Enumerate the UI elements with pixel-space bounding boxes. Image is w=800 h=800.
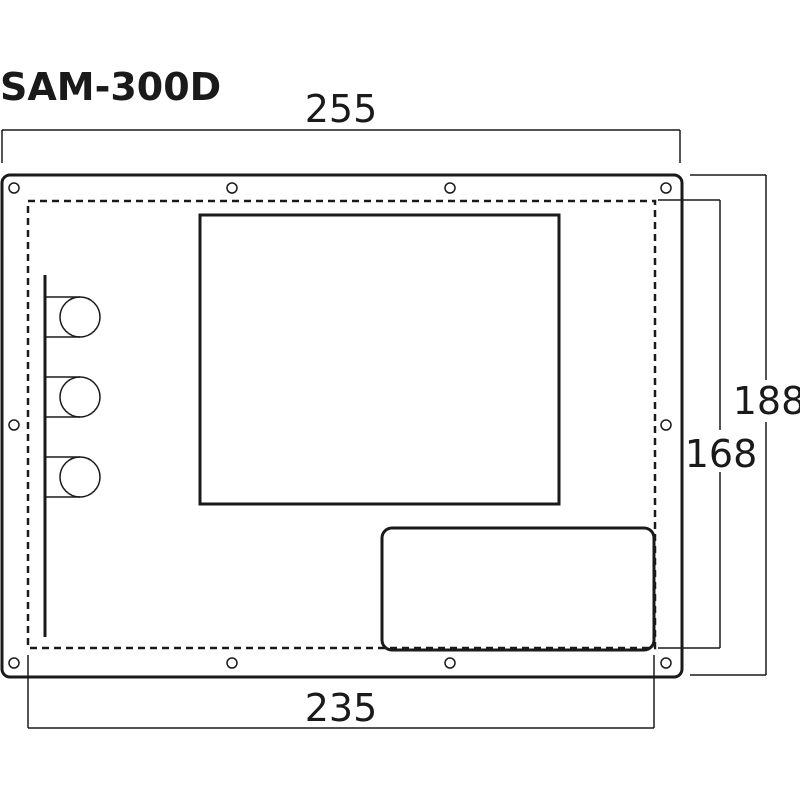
mounting-hole xyxy=(8,419,20,431)
dimension-outer-height: 188 xyxy=(690,174,800,676)
mounting-hole xyxy=(226,657,238,669)
dimension-outer-width: 255 xyxy=(1,87,681,163)
mounting-hole xyxy=(444,657,456,669)
cutout-height-label: 168 xyxy=(685,432,758,476)
mounting-hole xyxy=(660,419,672,431)
cutout-outline xyxy=(26,199,657,650)
control-knob xyxy=(45,296,101,338)
control-knobs xyxy=(45,296,101,498)
cutout-width-label: 235 xyxy=(305,686,378,730)
mounting-holes xyxy=(8,182,672,669)
mounting-hole xyxy=(660,182,672,194)
mounting-hole xyxy=(226,182,238,194)
terminal-block xyxy=(380,526,656,652)
outer-width-label: 255 xyxy=(305,87,378,131)
mounting-hole xyxy=(8,657,20,669)
outer-height-label: 188 xyxy=(733,379,800,423)
mounting-hole xyxy=(8,182,20,194)
outer-plate xyxy=(0,173,684,679)
control-knob xyxy=(45,456,101,498)
dimension-cutout-width: 235 xyxy=(27,655,655,730)
mounting-hole xyxy=(444,182,456,194)
main-component-block xyxy=(198,213,561,506)
mounting-hole xyxy=(660,657,672,669)
model-title: SAM-300D xyxy=(0,65,221,109)
dimension-cutout-height: 168 xyxy=(658,199,758,649)
control-knob xyxy=(45,376,101,418)
